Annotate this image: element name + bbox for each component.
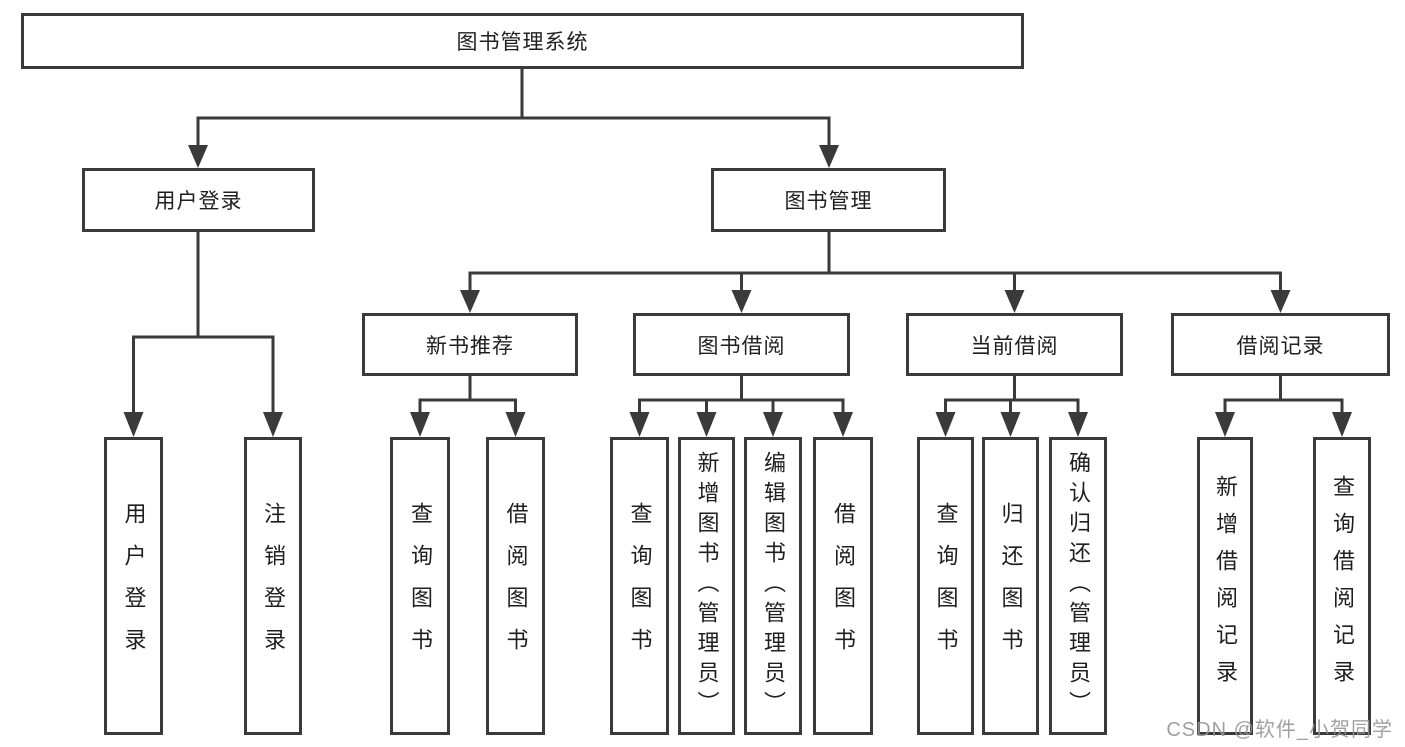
arrowhead (731, 290, 752, 313)
node-new-book-recommendation: 新书推荐 (362, 313, 578, 376)
leaf-label: 新增图书（管理员） (694, 451, 720, 721)
node-label: 图书管理 (784, 190, 873, 213)
node-user-login-branch: 用户登录 (82, 168, 315, 232)
arrowhead (505, 412, 526, 437)
node-library-system: 图书管理系统 (21, 13, 1024, 69)
arrowhead (1068, 412, 1088, 437)
leaf-confirm-return-admin: 确认归还（管理员） (1049, 437, 1107, 735)
leaf-add-books-admin: 新增图书（管理员） (678, 437, 735, 735)
arrowhead (819, 145, 839, 168)
arrowhead (833, 412, 853, 437)
leaf-label: 确认归还（管理员） (1066, 451, 1091, 721)
leaf-label: 借阅图书 (831, 502, 856, 670)
connector-spines (132, 69, 1344, 402)
leaf-label: 注销登录 (261, 502, 286, 670)
leaf-label: 查询图书 (627, 502, 653, 670)
arrowhead (460, 290, 480, 313)
arrowhead (123, 412, 144, 437)
leaf-user-login: 用户登录 (104, 437, 163, 735)
node-book-borrowing: 图书借阅 (633, 313, 850, 376)
leaf-query-books-current: 查询图书 (917, 437, 974, 735)
arrowhead (410, 412, 430, 437)
leaf-label: 查询图书 (933, 502, 959, 670)
arrowhead (1215, 412, 1235, 437)
leaf-query-books-recommend: 查询图书 (390, 437, 450, 735)
arrowhead (188, 145, 208, 168)
node-current-borrowing: 当前借阅 (906, 313, 1123, 376)
csdn-watermark: CSDN @软件_小贺同学 (1166, 719, 1393, 741)
leaf-add-borrow-record: 新增借阅记录 (1197, 437, 1253, 735)
leaf-query-borrow-record: 查询借阅记录 (1313, 437, 1371, 735)
node-borrowing-records: 借阅记录 (1171, 313, 1390, 376)
leaf-label: 借阅图书 (503, 502, 529, 670)
leaf-edit-books-admin: 编辑图书（管理员） (744, 437, 802, 735)
leaf-label: 编辑图书（管理员） (761, 451, 786, 721)
leaf-label: 归还图书 (998, 502, 1024, 670)
leaf-label: 新增借阅记录 (1213, 475, 1238, 697)
leaf-label: 查询图书 (408, 502, 433, 670)
node-book-management-branch: 图书管理 (711, 168, 946, 232)
node-label: 用户登录 (154, 190, 243, 213)
connector-arrow-shafts (132, 118, 1344, 414)
arrowhead (1270, 290, 1291, 313)
node-label: 借阅记录 (1236, 334, 1325, 358)
leaf-logout: 注销登录 (244, 437, 302, 735)
node-label: 新书推荐 (426, 334, 514, 358)
arrowhead (1332, 412, 1352, 437)
leaf-query-books-borrowing: 查询图书 (610, 437, 669, 735)
node-label: 图书借阅 (697, 334, 786, 358)
arrowhead (263, 412, 283, 437)
arrowheads (123, 145, 1352, 437)
arrowhead (763, 412, 783, 437)
leaf-borrow-books: 借阅图书 (813, 437, 873, 735)
node-label: 当前借阅 (970, 334, 1059, 358)
arrowhead (1004, 290, 1025, 313)
arrowhead (935, 412, 956, 437)
leaf-label: 查询借阅记录 (1330, 475, 1355, 697)
arrowhead (1000, 412, 1021, 437)
leaf-label: 用户登录 (121, 502, 147, 670)
node-label: 图书管理系统 (456, 31, 589, 54)
arrowhead (629, 412, 650, 437)
arrowhead (696, 412, 717, 437)
leaf-return-books: 归还图书 (982, 437, 1039, 735)
leaf-borrow-books-recommend: 借阅图书 (486, 437, 545, 735)
